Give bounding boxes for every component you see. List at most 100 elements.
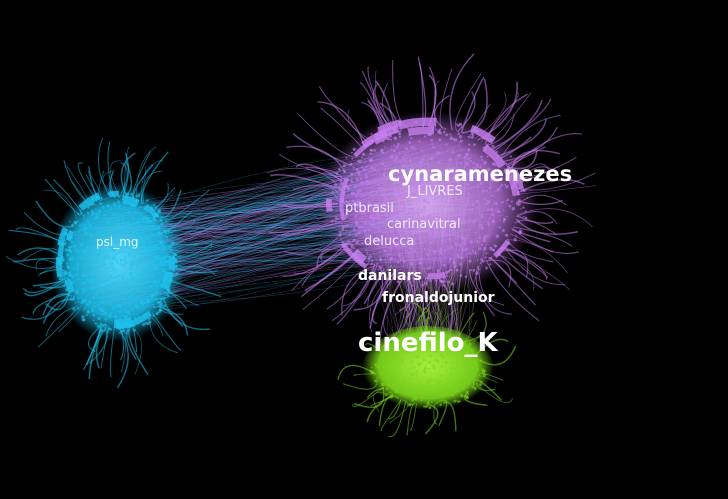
node-dot <box>458 145 461 148</box>
node-dot <box>426 266 430 270</box>
node-dot <box>459 255 464 260</box>
node-dot <box>339 179 343 183</box>
node-dot <box>411 183 415 187</box>
node-dot <box>486 167 491 171</box>
node-dot <box>395 226 399 230</box>
node-dot <box>375 191 379 194</box>
node-dot <box>399 258 402 261</box>
node-dot <box>126 310 131 314</box>
node-dot <box>450 185 452 187</box>
node-dot <box>110 245 114 249</box>
node-dot <box>146 276 149 279</box>
node-dot <box>474 176 477 179</box>
node-dot <box>111 193 114 196</box>
node-dot <box>84 223 87 226</box>
node-dot <box>139 224 142 226</box>
node-dot <box>377 226 380 230</box>
node-dot <box>148 219 152 224</box>
node-dot <box>120 213 123 216</box>
node-dot <box>130 192 134 196</box>
node-dot <box>479 359 483 362</box>
node-dot <box>370 189 374 193</box>
node-dot <box>361 261 364 264</box>
node-dot <box>103 311 108 315</box>
node-dot <box>150 260 153 264</box>
node-dot <box>469 240 473 244</box>
node-dot <box>424 267 426 269</box>
node-dot <box>467 148 471 152</box>
node-dot <box>360 156 363 159</box>
node-dot <box>396 355 400 359</box>
node-dot <box>153 222 155 224</box>
node-dot <box>437 161 441 165</box>
node-dot <box>152 215 156 219</box>
node-dot <box>457 249 460 252</box>
node-dot <box>158 308 162 312</box>
node-dot <box>434 358 438 362</box>
node-dot <box>118 309 123 314</box>
node-dot <box>392 377 396 381</box>
node-dot <box>137 241 141 245</box>
node-dot <box>150 257 152 260</box>
node-dot <box>487 235 489 237</box>
node-dot <box>505 162 508 165</box>
node-dot <box>380 205 384 209</box>
node-dot <box>488 217 491 220</box>
node-dot <box>120 241 124 245</box>
node-dot <box>141 239 144 242</box>
node-dot <box>121 217 125 221</box>
node-dot <box>479 262 482 264</box>
node-dot <box>389 395 393 399</box>
node-dot <box>124 230 128 234</box>
node-dot <box>413 391 417 395</box>
node-dot <box>145 209 149 212</box>
node-dot <box>130 204 134 208</box>
node-dot <box>170 232 173 234</box>
node-dot <box>417 349 421 352</box>
node-dot <box>395 241 400 245</box>
node-dot <box>389 265 392 268</box>
node-dot <box>416 183 420 187</box>
node-dot <box>402 205 407 210</box>
node-dot <box>161 244 165 248</box>
node-dot <box>390 238 393 242</box>
node-dot <box>423 247 427 251</box>
node-dot <box>485 199 488 201</box>
node-dot <box>161 264 163 267</box>
node-dot <box>394 245 398 249</box>
node-dot <box>73 268 75 270</box>
node-dot <box>377 268 380 271</box>
node-dot <box>156 226 161 230</box>
node-dot <box>114 217 116 220</box>
node-dot <box>463 343 466 346</box>
node-dot <box>108 274 113 279</box>
node-dot <box>91 308 94 311</box>
node-dot <box>405 124 408 126</box>
node-dot <box>404 224 407 228</box>
node-dot <box>384 212 388 215</box>
node-dot <box>123 258 127 261</box>
node-dot <box>428 378 432 382</box>
node-dot <box>491 219 496 223</box>
node-dot <box>451 178 455 181</box>
node-dot <box>98 217 101 220</box>
node-dot <box>473 167 476 171</box>
node-dot <box>404 214 408 218</box>
node-dot <box>377 216 381 221</box>
node-dot <box>436 268 440 273</box>
node-dot <box>387 346 391 350</box>
node-dot <box>514 178 518 182</box>
node-dot <box>169 274 173 278</box>
node-dot <box>58 277 62 281</box>
node-dot <box>427 341 431 345</box>
node-dot <box>160 222 164 226</box>
node-dot <box>144 321 148 325</box>
node-dot <box>105 267 108 270</box>
node-dot <box>376 201 380 205</box>
node-dot <box>109 312 112 315</box>
node-dot <box>330 220 334 223</box>
node-dot <box>113 248 116 252</box>
node-dot <box>436 274 439 277</box>
node-dot <box>77 230 80 233</box>
node-dot <box>484 256 487 259</box>
